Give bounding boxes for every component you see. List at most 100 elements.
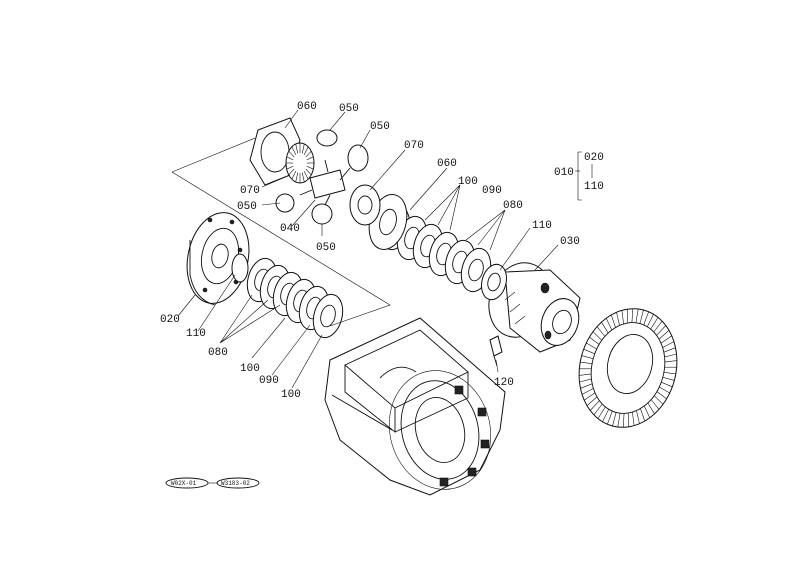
callout-080-left: 080 xyxy=(208,347,228,359)
gear-tooth xyxy=(586,396,598,406)
gear-tooth xyxy=(660,335,672,344)
gear-tooth xyxy=(286,165,294,170)
callout-120: 120 xyxy=(494,377,514,389)
gear-tooth xyxy=(662,341,675,348)
gear-tooth xyxy=(303,146,309,156)
gear-tooth xyxy=(616,312,620,326)
gear-tooth xyxy=(303,170,309,180)
gear-tooth xyxy=(580,361,593,364)
gear-tooth xyxy=(305,150,312,158)
legend-020: 020 xyxy=(584,152,604,164)
gear-tooth xyxy=(631,308,634,323)
gear-tooth xyxy=(664,353,677,358)
gear-tooth xyxy=(627,309,629,324)
gear-tooth xyxy=(584,392,596,401)
gear-tooth xyxy=(612,412,617,427)
gear-tooth xyxy=(636,410,640,424)
gear-tooth xyxy=(592,331,603,341)
gear-tooth xyxy=(661,381,673,388)
callout-070-left: 070 xyxy=(240,185,260,197)
group-bracket-line xyxy=(171,137,391,327)
gear-tooth xyxy=(656,391,667,400)
gear-tooth xyxy=(647,402,655,414)
callout-020: 020 xyxy=(160,314,180,326)
gear-tooth xyxy=(295,143,299,154)
reference-tag-1: W02X-01 xyxy=(171,480,197,487)
gear-tooth xyxy=(580,383,593,389)
gear-tooth xyxy=(639,309,644,324)
gear-tooth xyxy=(589,336,600,345)
gear-tooth xyxy=(291,170,297,180)
gear-tooth xyxy=(291,146,297,156)
gear-tooth xyxy=(663,372,676,375)
leader-lines xyxy=(177,109,582,389)
reference-tag-2: W3183-02 xyxy=(221,480,250,487)
gear-tooth xyxy=(635,308,639,323)
callout-060-top: 060 xyxy=(297,101,317,113)
callout-110-left: 110 xyxy=(186,328,206,340)
callout-100-bottom: 100 xyxy=(281,389,301,401)
callout-100-right: 100 xyxy=(458,176,478,188)
gear-tooth xyxy=(647,314,654,327)
gear-tooth xyxy=(579,373,592,376)
gear-tooth xyxy=(643,311,649,326)
gear-tooth xyxy=(288,150,295,158)
gear-tooth xyxy=(301,143,305,154)
gear-tooth xyxy=(581,388,594,395)
callout-090-left: 090 xyxy=(259,375,279,387)
gear-tooth xyxy=(622,413,625,428)
gear-tooth xyxy=(664,360,677,363)
reference-tags: W02X-01 W3183-02 xyxy=(165,477,260,489)
gear-tooth xyxy=(659,386,670,394)
left-disc-pack xyxy=(231,253,344,339)
gear-tooth xyxy=(653,395,664,405)
ring-gear xyxy=(578,308,678,428)
legend-010: 010 xyxy=(554,167,574,179)
gear-tooth xyxy=(301,172,305,183)
gear-tooth xyxy=(663,347,676,353)
gear-tooth xyxy=(596,326,606,337)
callout-040: 040 xyxy=(280,223,300,235)
gear-tooth xyxy=(662,377,675,381)
callout-050-left: 050 xyxy=(237,201,257,213)
gear-tooth xyxy=(601,322,609,334)
gear-tooth xyxy=(605,318,613,331)
callout-090-right: 090 xyxy=(482,185,502,197)
gear-tooth xyxy=(627,412,629,427)
legend-110: 110 xyxy=(584,181,604,193)
spider-gear-set xyxy=(249,117,381,226)
gear-tooth xyxy=(632,412,635,426)
gear-tooth xyxy=(288,168,295,176)
gear-tooth xyxy=(607,410,613,425)
gear-tooth xyxy=(306,165,314,170)
gear-tooth xyxy=(589,400,600,411)
gear-tooth xyxy=(583,348,595,355)
gear-tooth xyxy=(650,317,659,330)
gear-tooth xyxy=(621,310,624,324)
callout-080-right: 080 xyxy=(503,200,523,212)
gear-tooth xyxy=(579,378,592,383)
gear-tooth xyxy=(610,314,616,328)
callout-100-left: 100 xyxy=(240,363,260,375)
gear-tooth xyxy=(643,405,651,418)
gear-tooth xyxy=(656,325,667,336)
callout-060-right: 060 xyxy=(437,158,457,170)
gear-tooth xyxy=(617,413,621,428)
gear-tooth xyxy=(586,342,597,350)
gear-tooth xyxy=(286,156,294,161)
gear-tooth xyxy=(306,156,314,161)
gear-tooth xyxy=(593,403,603,415)
housing xyxy=(324,317,506,496)
gear-tooth xyxy=(653,321,663,333)
right-disc-pack xyxy=(379,205,507,301)
gear-tooth xyxy=(658,330,670,340)
gear-tooth xyxy=(650,399,660,410)
callout-050-bottom: 050 xyxy=(316,242,336,254)
gear-tooth xyxy=(305,168,312,176)
gear-tooth xyxy=(581,355,594,359)
callout-030: 030 xyxy=(560,236,580,248)
bolt xyxy=(489,335,503,367)
gear-tooth xyxy=(640,408,646,422)
